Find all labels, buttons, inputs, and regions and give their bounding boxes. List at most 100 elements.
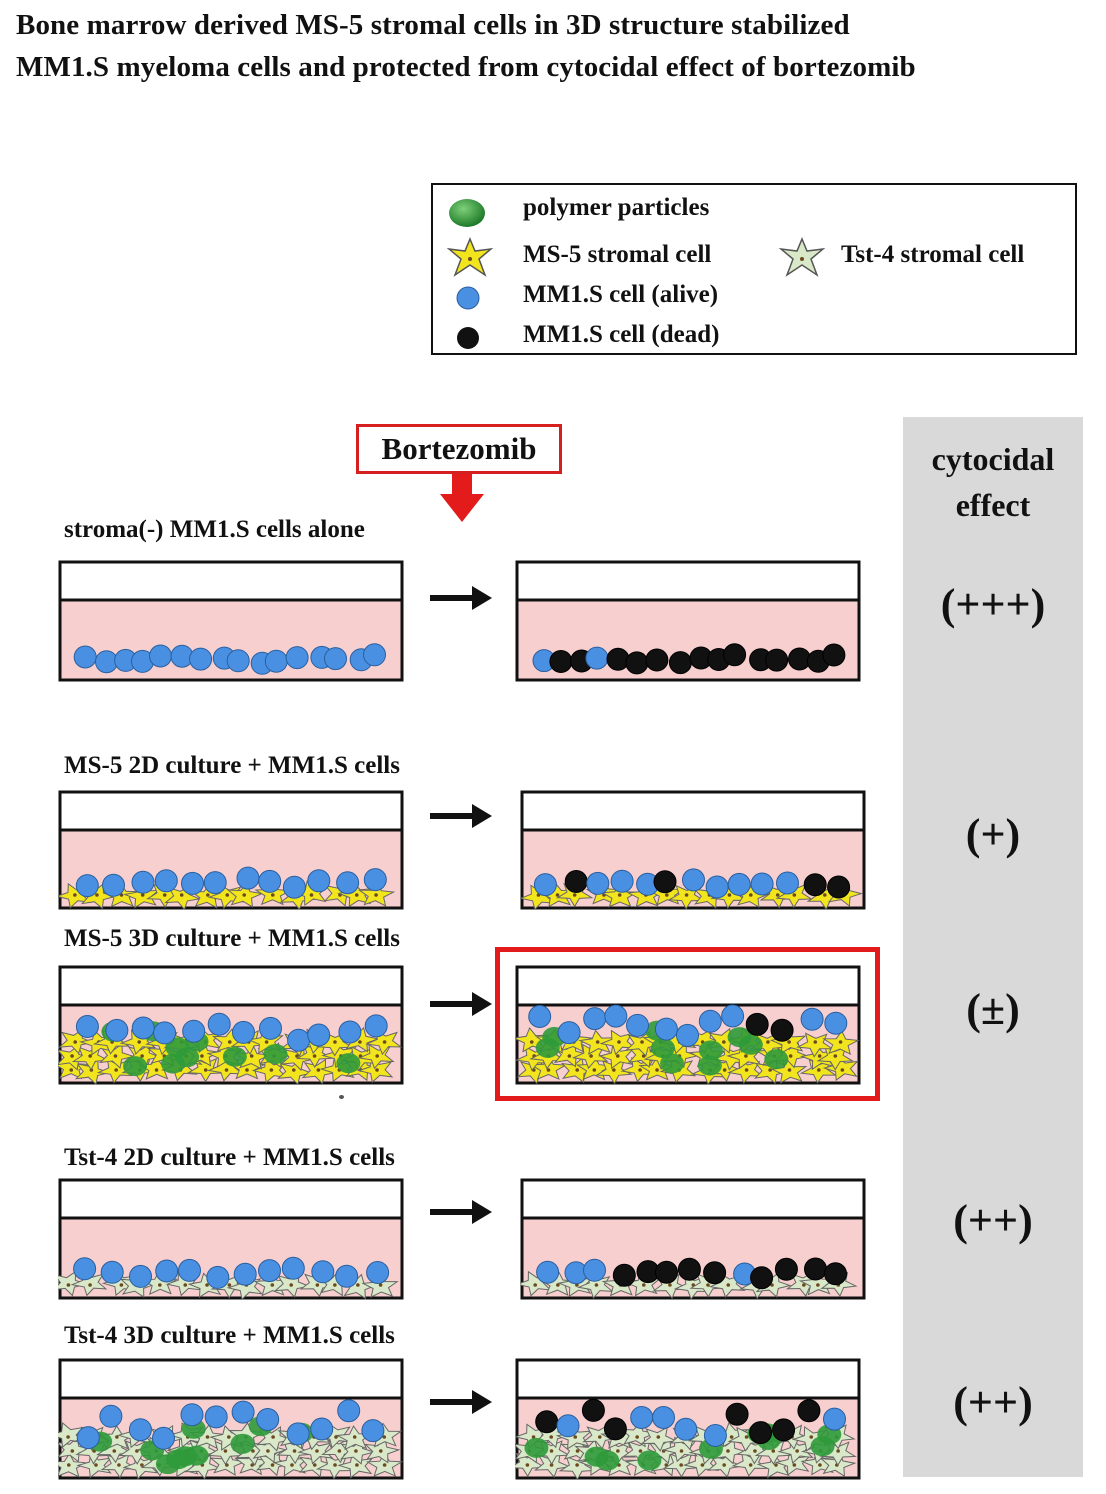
cell-nucleus [575, 1449, 580, 1453]
polymer-particle [595, 1450, 620, 1471]
mm1s-cell-dead [827, 875, 851, 899]
cell-nucleus [640, 1040, 644, 1044]
cell-nucleus [112, 1449, 117, 1453]
mm1s-cell-alive [652, 1406, 675, 1429]
mm1s-cell-alive [338, 1020, 362, 1044]
stromal-cell [816, 1045, 855, 1071]
mm1s-cell-dead [824, 1262, 847, 1286]
mm1s-cell-dead [606, 647, 630, 671]
well-ms5-2d-before [58, 790, 404, 910]
cell-nucleus [249, 1054, 254, 1058]
cell-nucleus [95, 893, 99, 897]
well-ms5-3d-before [58, 965, 404, 1085]
mm1s-cell-alive [335, 1264, 359, 1288]
mm1s-cell-alive [281, 1256, 305, 1280]
cell-nucleus [575, 1463, 579, 1467]
cell-nucleus [183, 1283, 188, 1287]
cell-nucleus [70, 1054, 74, 1058]
cell-nucleus [753, 1449, 757, 1453]
cell-nucleus [572, 893, 577, 897]
cell-nucleus [264, 1040, 269, 1044]
mm1s-cell-dead [797, 1399, 821, 1423]
cell-layer [520, 1257, 858, 1300]
cell-nucleus [787, 1040, 791, 1044]
cell-nucleus [555, 893, 560, 897]
mm1s-cell-dead [564, 870, 588, 893]
cell-nucleus [203, 1068, 208, 1072]
cell-nucleus [792, 1463, 797, 1467]
mm1s-cell-dead [625, 651, 649, 675]
cell-nucleus [612, 1068, 616, 1072]
effect-sidebar [903, 417, 1083, 1477]
cell-nucleus [668, 1283, 672, 1287]
cell-nucleus [333, 1463, 337, 1467]
stromal-cell [640, 1426, 678, 1452]
cell-nucleus [378, 1283, 383, 1287]
cell-nucleus [726, 1449, 730, 1453]
mm1s-cell-alive [178, 1258, 201, 1282]
down-arrow-icon [440, 474, 484, 522]
mm1s-cell-dead [655, 1260, 678, 1284]
cell-nucleus [744, 1068, 749, 1072]
cell-nucleus [787, 1068, 792, 1072]
cell-nucleus [312, 1463, 317, 1467]
cell-nucleus [179, 893, 184, 897]
mm1s-cell-alive [604, 1004, 628, 1028]
cell-nucleus [597, 1435, 602, 1439]
cell-nucleus [529, 1040, 534, 1044]
row-label-5: Tst-4 3D culture + MM1.S cells [64, 1322, 395, 1349]
cell-nucleus [269, 1068, 274, 1072]
mm1s-cell-dead [750, 1266, 774, 1290]
mm1s-cell-alive [307, 1023, 331, 1047]
cell-nucleus [352, 1435, 357, 1439]
mm1s-cell-dead [822, 643, 846, 667]
mm1s-cell-alive [286, 1422, 310, 1446]
stromal-cell [209, 1450, 247, 1476]
stromal-cell [58, 1436, 93, 1463]
mm1s-cell-alive [324, 647, 347, 671]
mm1s-cell-dead [653, 870, 677, 894]
cell-nucleus [113, 1054, 118, 1058]
cell-nucleus [573, 1435, 578, 1439]
stromal-cell [529, 1055, 568, 1081]
cell-nucleus [567, 1054, 572, 1058]
polymer-particle [535, 1037, 560, 1058]
mm1s-cell-alive [800, 1007, 824, 1031]
mm1s-cell-alive [776, 871, 799, 895]
mm1s-cell-alive [181, 871, 204, 895]
title-line-2: MM1.S myeloma cells and protected from c… [16, 51, 916, 83]
cell-nucleus [836, 1449, 840, 1453]
cell-nucleus [227, 1283, 232, 1287]
cell-nucleus [354, 893, 359, 897]
cell-layer [58, 1256, 399, 1300]
bortezomib-label: Bortezomib [356, 424, 562, 474]
polymer-particle [336, 1053, 361, 1074]
mm1s-cell-alive [149, 644, 172, 668]
cell-layer [515, 1398, 857, 1480]
cell-nucleus [291, 1068, 296, 1072]
cell-nucleus [227, 1040, 232, 1044]
mm1s-cell-alive [231, 1400, 255, 1424]
mm1s-cell-dead [749, 1421, 773, 1445]
cell-nucleus [69, 1068, 74, 1072]
cell-nucleus [744, 1054, 748, 1058]
mm1s-cell-alive [256, 1408, 280, 1431]
cell-nucleus [556, 1283, 560, 1287]
cell-layer [532, 643, 846, 675]
cell-nucleus [205, 1283, 209, 1287]
mm1s-cell-alive [189, 647, 213, 671]
mm1s-cell-alive [155, 1259, 179, 1283]
stromal-cell [140, 1270, 179, 1296]
cell-nucleus [616, 1449, 620, 1453]
cell-nucleus [802, 1283, 806, 1287]
mm1s-cell-dead [549, 650, 573, 673]
cell-nucleus [137, 1040, 142, 1044]
mm1s-cell-alive [364, 1014, 388, 1038]
mm1s-cell-dead [745, 1012, 769, 1036]
cell-nucleus [140, 1054, 144, 1058]
mm1s-cell-alive [258, 1259, 281, 1283]
mm1s-cell-alive [258, 869, 282, 893]
cell-nucleus [638, 1068, 642, 1072]
mm1s-cell-dead [535, 1410, 559, 1434]
cell-nucleus [334, 1435, 338, 1439]
